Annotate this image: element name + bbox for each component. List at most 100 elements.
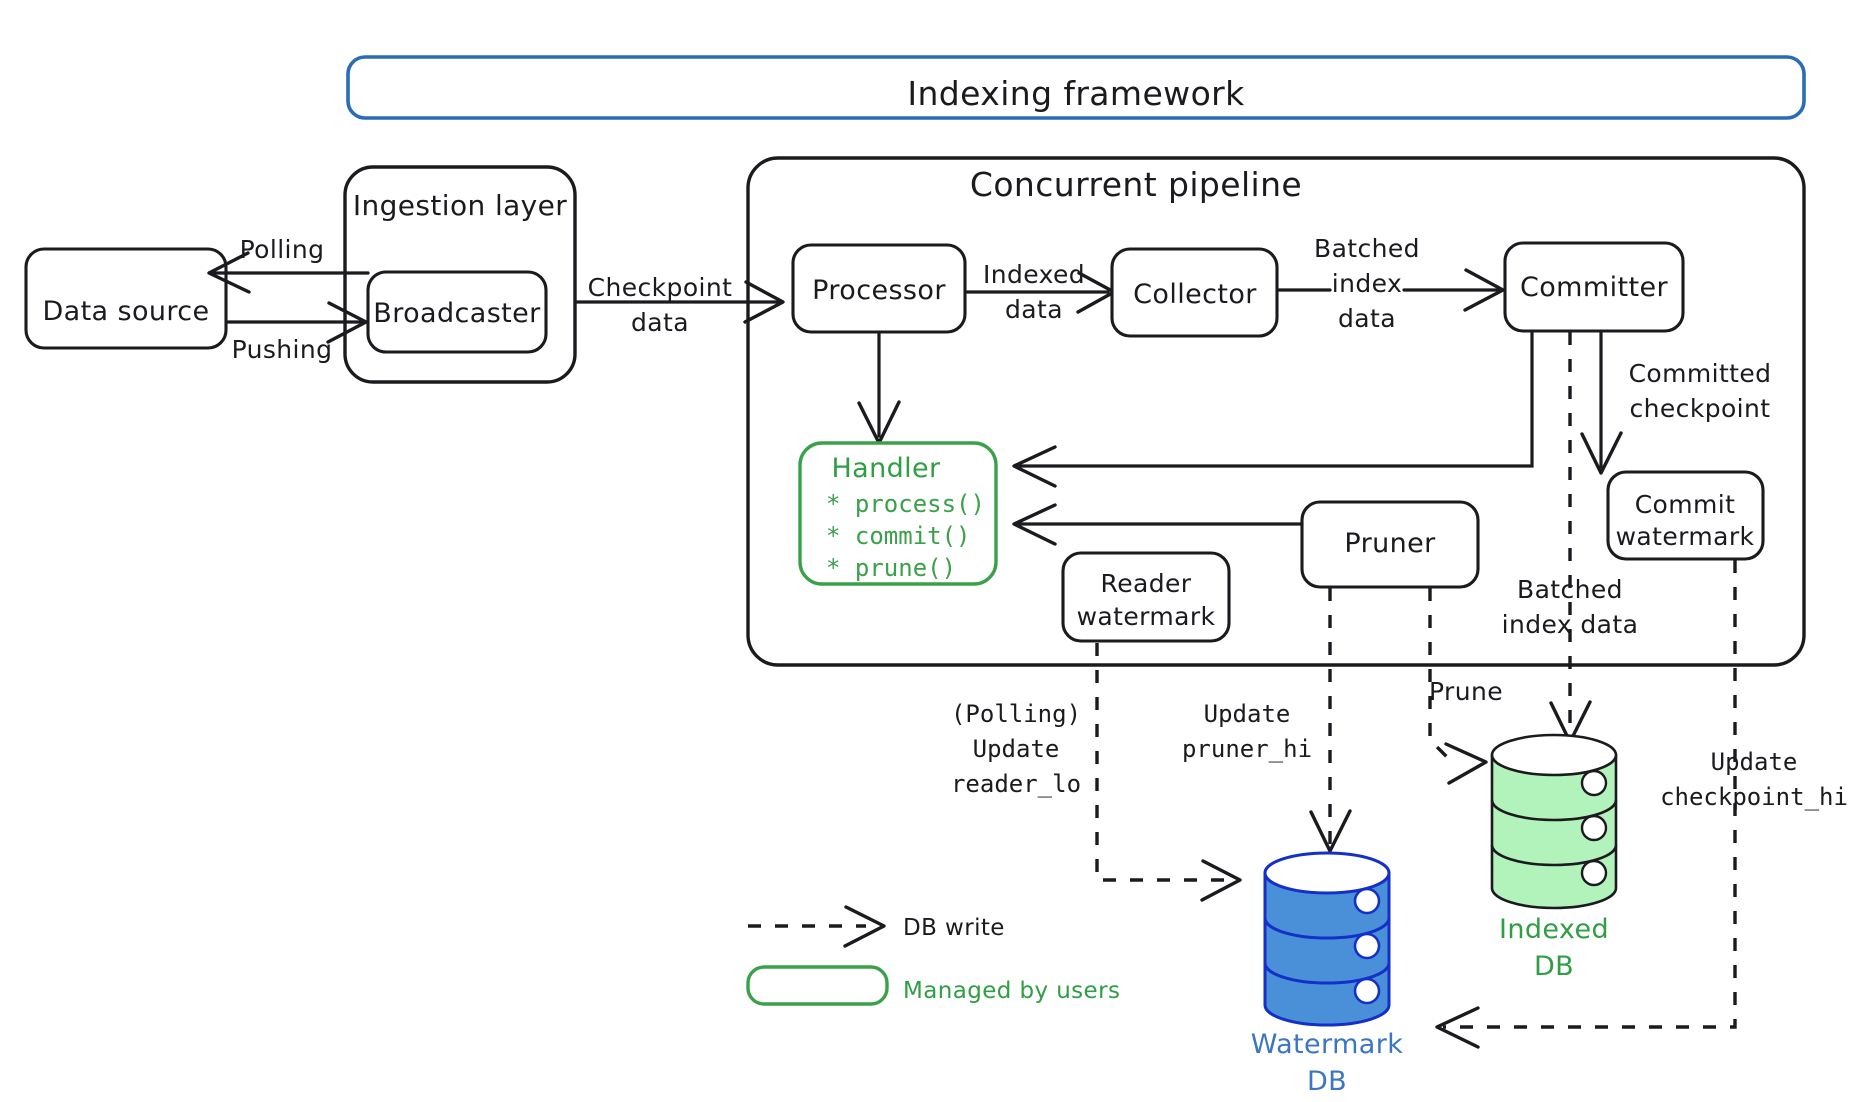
node-data-source[interactable]: Data source bbox=[24, 247, 228, 350]
indexed-db-led-1 bbox=[1580, 769, 1608, 797]
node-handler[interactable]: Handler * process() * commit() * prune() bbox=[798, 441, 998, 586]
reader-watermark-label-1: Reader bbox=[1101, 569, 1192, 598]
edge-label-pruner-hi-1: Update bbox=[1204, 700, 1291, 728]
legend: DB write Managed by users bbox=[746, 905, 1120, 1006]
edge-label-batched-index-data2-1: Batched bbox=[1517, 575, 1623, 604]
collector-box[interactable] bbox=[1110, 247, 1279, 338]
legend-managed-label: Managed by users bbox=[903, 978, 1120, 1004]
commit-watermark-label-1: Commit bbox=[1635, 490, 1736, 519]
edge-prune: Prune bbox=[1428, 588, 1503, 785]
handler-method-commit: * commit() bbox=[826, 522, 971, 550]
edge-label-indexed-data-1: Indexed bbox=[983, 260, 1085, 289]
watermark-db-label-2: DB bbox=[1307, 1066, 1347, 1097]
edge-update-pruner-hi: Update pruner_hi bbox=[1182, 588, 1352, 853]
commit-watermark-label-2: watermark bbox=[1616, 522, 1755, 551]
node-pruner[interactable]: Pruner bbox=[1300, 500, 1480, 589]
pruner-box[interactable] bbox=[1300, 500, 1480, 589]
handler-method-prune: * prune() bbox=[826, 554, 956, 582]
edge-label-prune: Prune bbox=[1429, 677, 1503, 706]
edge-label-checkpoint-hi-1: Update bbox=[1711, 748, 1798, 776]
concurrent-pipeline-group: Concurrent pipeline bbox=[746, 156, 1806, 667]
edge-label-committed-checkpoint-1: Committed bbox=[1629, 359, 1772, 388]
indexed-db-label-1: Indexed bbox=[1499, 914, 1609, 945]
node-broadcaster[interactable]: Broadcaster bbox=[366, 270, 548, 354]
edge-polling: Polling bbox=[207, 235, 370, 294]
watermark-db-top bbox=[1263, 851, 1391, 895]
broadcaster-label: Broadcaster bbox=[373, 298, 541, 329]
indexing-framework-title: Indexing framework bbox=[907, 74, 1245, 113]
indexed-db-band-1 bbox=[1490, 799, 1618, 822]
broadcaster-box[interactable] bbox=[366, 270, 548, 354]
node-committer[interactable]: Committer bbox=[1503, 241, 1685, 333]
node-reader-watermark[interactable]: Reader watermark bbox=[1061, 551, 1231, 643]
indexed-db-top bbox=[1490, 733, 1618, 777]
edge-label-indexed-data-2: data bbox=[1005, 295, 1063, 324]
indexed-db-led-3 bbox=[1580, 859, 1608, 887]
edge-batched-index-data: Batched index data bbox=[1276, 234, 1505, 333]
edge-label-checkpoint-data-1: Checkpoint bbox=[588, 273, 733, 302]
indexed-db-band-2 bbox=[1490, 844, 1618, 867]
reader-watermark-box[interactable] bbox=[1061, 551, 1231, 643]
watermark-db-led-1 bbox=[1353, 887, 1381, 915]
handler-method-process: * process() bbox=[826, 490, 985, 518]
edge-indexed-data: Indexed data bbox=[965, 260, 1116, 324]
node-processor[interactable]: Processor bbox=[791, 243, 967, 334]
edge-pruner-to-handler bbox=[1012, 503, 1304, 546]
data-source-box[interactable] bbox=[24, 247, 228, 350]
watermark-db-label-1: Watermark bbox=[1251, 1029, 1404, 1060]
edge-label-polling: Polling bbox=[240, 235, 325, 264]
edge-label-reader-lo-2: Update bbox=[973, 735, 1060, 763]
data-source-label: Data source bbox=[42, 296, 209, 327]
edge-batched-index-data-to-db: Batched index data bbox=[1502, 332, 1639, 744]
watermark-db-band-1 bbox=[1263, 917, 1391, 940]
legend-managed-by-users: Managed by users bbox=[746, 965, 1120, 1006]
node-collector[interactable]: Collector bbox=[1110, 247, 1279, 338]
edge-label-batched-index-data-1: Batched bbox=[1314, 234, 1420, 263]
concurrent-pipeline-box bbox=[746, 156, 1806, 667]
edge-label-reader-lo-3: reader_lo bbox=[951, 770, 1081, 798]
concurrent-pipeline-title: Concurrent pipeline bbox=[970, 165, 1302, 204]
ingestion-layer-title: Ingestion layer bbox=[353, 189, 567, 222]
indexing-framework-box bbox=[346, 55, 1806, 120]
database-indexed-db[interactable]: Indexed DB bbox=[1490, 733, 1618, 982]
handler-title: Handler bbox=[831, 453, 941, 484]
legend-managed-swatch bbox=[746, 965, 889, 1006]
edge-update-reader-lo: (Polling) Update reader_lo bbox=[951, 643, 1242, 902]
legend-db-write: DB write bbox=[748, 905, 1005, 948]
handler-box[interactable] bbox=[798, 441, 998, 586]
collector-label: Collector bbox=[1133, 279, 1257, 310]
commit-watermark-box[interactable] bbox=[1606, 470, 1765, 561]
edge-checkpoint-data: Checkpoint data bbox=[574, 273, 785, 337]
committer-label: Committer bbox=[1520, 272, 1668, 303]
watermark-db-band-2 bbox=[1263, 962, 1391, 985]
edge-update-checkpoint-hi: Update checkpoint_hi bbox=[1435, 560, 1848, 1049]
edge-committed-checkpoint: Committed checkpoint bbox=[1580, 329, 1772, 475]
indexed-db-top-fill bbox=[1492, 735, 1616, 775]
watermark-db-led-3 bbox=[1353, 977, 1381, 1005]
edge-label-committed-checkpoint-2: checkpoint bbox=[1630, 394, 1771, 423]
edge-label-checkpoint-data-2: data bbox=[631, 308, 689, 337]
edge-label-batched-index-data-2: index bbox=[1332, 269, 1402, 298]
edge-pushing: Pushing bbox=[226, 301, 368, 364]
database-watermark-db[interactable]: Watermark DB bbox=[1251, 851, 1404, 1097]
processor-label: Processor bbox=[812, 275, 946, 306]
indexing-framework-frame: Indexing framework bbox=[346, 55, 1806, 120]
edge-label-batched-index-data2-2: index data bbox=[1502, 610, 1639, 639]
legend-db-write-label: DB write bbox=[903, 915, 1005, 941]
reader-watermark-label-2: watermark bbox=[1077, 602, 1216, 631]
watermark-db-led-2 bbox=[1353, 932, 1381, 960]
edge-label-pushing: Pushing bbox=[232, 335, 333, 364]
edge-label-reader-lo-1: (Polling) bbox=[951, 700, 1081, 728]
pruner-label: Pruner bbox=[1344, 528, 1436, 559]
watermark-db-top-fill bbox=[1265, 853, 1389, 893]
ingestion-layer-group: Ingestion layer bbox=[343, 165, 577, 384]
node-commit-watermark[interactable]: Commit watermark bbox=[1606, 470, 1765, 561]
edge-label-checkpoint-hi-2: checkpoint_hi bbox=[1660, 783, 1848, 811]
committer-box[interactable] bbox=[1503, 241, 1685, 333]
edge-processor-to-handler bbox=[857, 331, 901, 445]
indexed-db-led-2 bbox=[1580, 814, 1608, 842]
edge-label-batched-index-data-3: data bbox=[1338, 304, 1396, 333]
edge-committer-to-handler bbox=[1012, 330, 1534, 488]
